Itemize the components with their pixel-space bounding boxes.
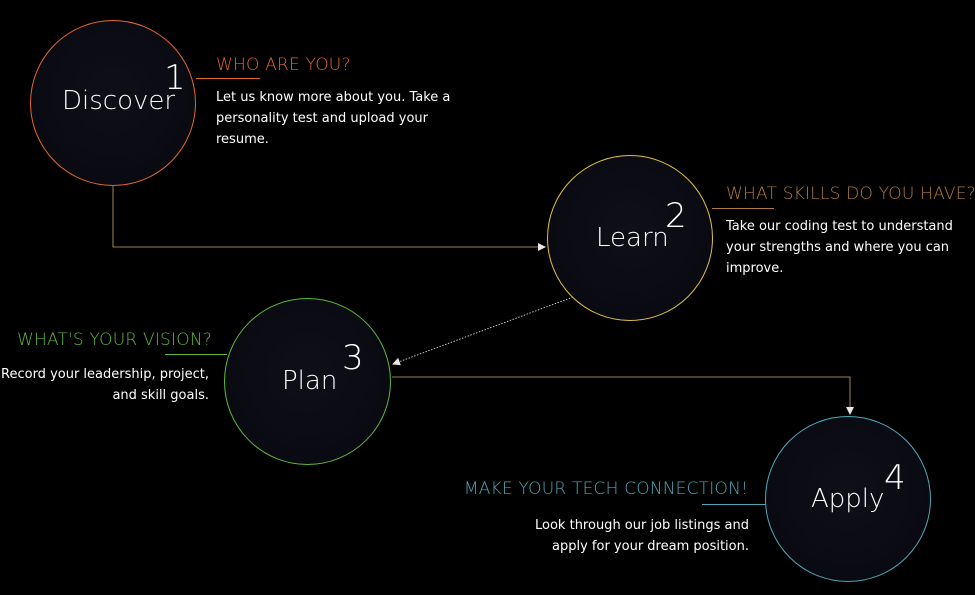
step-4-heading-underline bbox=[702, 504, 766, 505]
connector-learn-to-plan bbox=[392, 296, 574, 366]
step-1-number: 1 bbox=[164, 58, 186, 98]
step-3-heading: WHAT'S YOUR VISION? bbox=[16, 330, 212, 350]
step-2-name: Learn bbox=[596, 223, 669, 253]
step-3-number: 3 bbox=[342, 338, 364, 378]
step-4-heading: MAKE YOUR TECH CONNECTION! bbox=[463, 479, 748, 499]
step-2-number: 2 bbox=[665, 196, 687, 236]
step-1-circle[interactable] bbox=[30, 20, 196, 186]
step-4-description: Look through our job listings and apply … bbox=[535, 518, 749, 554]
step-2-description: Take our coding test to understand your … bbox=[726, 219, 953, 276]
step-1-heading: WHO ARE YOU? bbox=[216, 55, 351, 75]
step-2-heading: WHAT SKILLS DO YOU HAVE? bbox=[726, 184, 975, 204]
step-4-name: Apply bbox=[811, 484, 885, 514]
step-4-circle[interactable] bbox=[765, 416, 931, 582]
step-1-name: Discover bbox=[62, 86, 176, 116]
connector-plan-to-apply bbox=[392, 376, 854, 415]
step-1-heading-underline bbox=[196, 78, 260, 79]
step-2-heading-underline bbox=[712, 208, 774, 209]
step-3-name: Plan bbox=[282, 366, 338, 396]
step-3-description: Record your leadership, project, and ski… bbox=[1, 367, 209, 403]
step-4-number: 4 bbox=[884, 458, 906, 498]
connector-discover-to-learn bbox=[112, 186, 546, 251]
step-2-circle[interactable] bbox=[547, 155, 713, 321]
step-3-heading-underline bbox=[165, 354, 227, 355]
step-3-circle[interactable] bbox=[224, 298, 391, 465]
step-1-description: Let us know more about you. Take a perso… bbox=[216, 90, 451, 147]
